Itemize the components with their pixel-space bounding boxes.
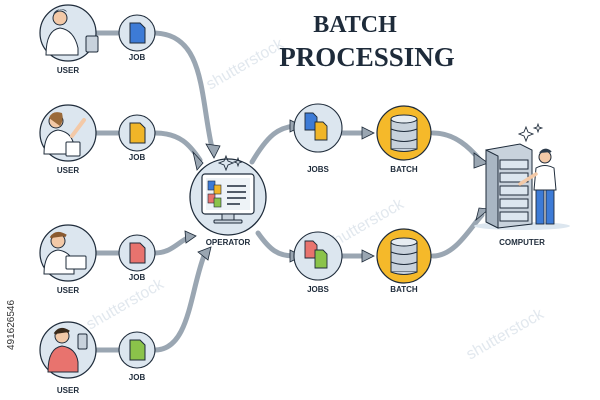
phone-icon (77, 333, 88, 350)
connector-job-operator (152, 250, 208, 353)
connectors (92, 30, 485, 353)
file-icon (314, 249, 328, 269)
job-4: JOB (118, 331, 156, 382)
jobs-label: JOBS (307, 165, 329, 174)
arrowhead (361, 126, 375, 140)
computer: COMPUTER (474, 122, 570, 247)
database-icon (390, 237, 418, 275)
watermark-text: shutterstock (84, 275, 168, 333)
arrowhead (473, 152, 489, 169)
sparkle-icon (532, 122, 544, 134)
arrowhead (361, 249, 375, 263)
tablet-icon (85, 35, 99, 53)
file-icon (129, 339, 146, 361)
watermark: shutterstock shutterstock shutterstock s… (84, 35, 548, 363)
connector-job-operator (152, 30, 215, 151)
connector-batch-computer (430, 212, 485, 259)
arrowhead (205, 143, 221, 159)
user-label: USER (57, 66, 79, 75)
job-label: JOB (129, 273, 146, 282)
computer-label: COMPUTER (499, 238, 545, 247)
job-2: JOB (118, 114, 156, 162)
job-label: JOB (129, 373, 146, 382)
jobs-group-1: JOBS (293, 103, 343, 174)
title-line-1: BATCH (313, 12, 397, 38)
technician (518, 148, 557, 225)
connector-job-operator (152, 130, 203, 163)
sparkle-icon (517, 125, 535, 143)
job-3: JOB (118, 234, 156, 282)
user-label: USER (57, 286, 79, 295)
arrowhead (184, 230, 197, 244)
file-icon (129, 122, 146, 144)
connector-operator-jobs (255, 230, 297, 259)
watermark-text: shutterstock (204, 35, 288, 93)
connector-job-operator (152, 234, 193, 256)
jobs-group-2: JOBS (293, 231, 343, 294)
title-line-2: PROCESSING (279, 42, 455, 72)
connector-batch-computer (430, 130, 483, 163)
stock-id: 491626546 (6, 300, 17, 350)
arrowheads (184, 119, 490, 263)
job-label: JOB (129, 153, 146, 162)
sparkle-icon (217, 154, 235, 172)
jobs-label: JOBS (307, 285, 329, 294)
user-1: USER (39, 4, 99, 75)
watermark-text: shutterstock (464, 305, 548, 363)
batch-label: BATCH (390, 285, 418, 294)
arrowhead (192, 150, 204, 171)
user-label: USER (57, 166, 79, 175)
server-rack-icon (485, 143, 533, 229)
file-icon (129, 22, 146, 44)
user-4: USER (39, 321, 97, 395)
job-label: JOB (129, 53, 146, 62)
arrowhead (197, 246, 212, 261)
batch-1: BATCH (376, 105, 432, 174)
file-icon (129, 242, 146, 264)
job-1: JOB (118, 14, 156, 62)
batch-2: BATCH (376, 228, 432, 294)
laptop-icon (65, 255, 87, 270)
user-3: USER (39, 224, 97, 295)
database-icon (390, 114, 418, 152)
user-label: USER (57, 386, 79, 395)
operator-label: OPERATOR (206, 238, 251, 247)
batch-label: BATCH (390, 165, 418, 174)
user-2: USER (39, 104, 97, 175)
connector-operator-jobs (249, 123, 297, 165)
file-icon (314, 121, 328, 141)
operator: OPERATOR (189, 154, 267, 247)
sparkle-icon (232, 156, 244, 168)
